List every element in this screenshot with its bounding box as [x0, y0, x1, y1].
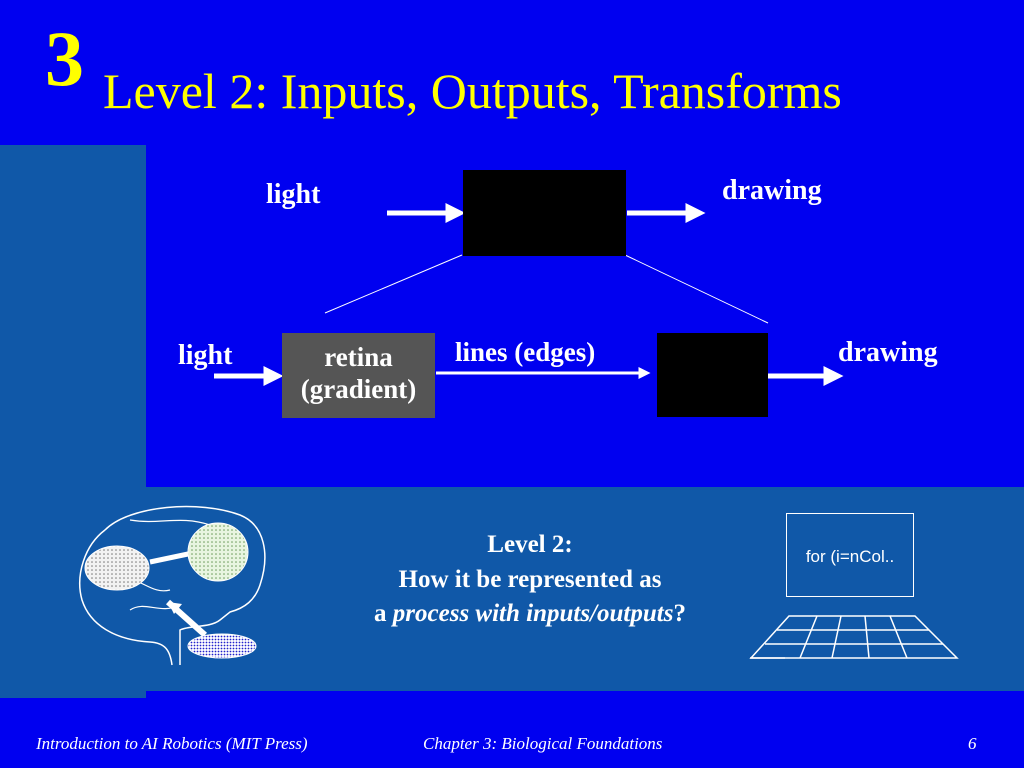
caption-line3: a process with inputs/outputs? — [290, 597, 770, 632]
caption-line1: Level 2: — [487, 531, 573, 558]
expand-line-right — [624, 254, 769, 324]
retina-box: retina (gradient) — [282, 333, 435, 418]
monitor-screen: for (i=nCol.. — [786, 513, 914, 597]
middle-label: lines (edges) — [455, 337, 596, 367]
footer-book-title: Introduction to AI Robotics (MIT Press) — [36, 734, 308, 753]
bottom-output-label: drawing — [838, 337, 938, 368]
monitor-code-text: for (i=nCol.. — [805, 547, 895, 566]
chapter-number: 3 — [45, 15, 84, 102]
bottom-black-box — [657, 333, 768, 417]
top-output-label: drawing — [722, 175, 822, 206]
keyboard-grid-icon — [749, 615, 959, 659]
top-input-label: light — [266, 179, 321, 210]
caption-line3-suffix: ? — [673, 600, 686, 627]
caption: Level 2: How it be represented as a proc… — [290, 528, 770, 632]
slide-title: Level 2: Inputs, Outputs, Transforms — [103, 63, 842, 119]
footer-page-number: 6 — [968, 734, 977, 753]
brain-icon — [79, 505, 266, 666]
expand-line-left — [324, 254, 463, 314]
caption-line3-italic: process with inputs/outputs — [392, 600, 674, 627]
footer-chapter: Chapter 3: Biological Foundations — [423, 734, 663, 753]
bottom-input-label: light — [178, 340, 233, 371]
retina-label: retina — [324, 342, 393, 372]
caption-line3-prefix: a — [374, 600, 393, 627]
caption-line2: How it be represented as — [398, 565, 662, 593]
retina-sublabel: (gradient) — [300, 374, 417, 405]
top-black-box — [463, 170, 626, 256]
